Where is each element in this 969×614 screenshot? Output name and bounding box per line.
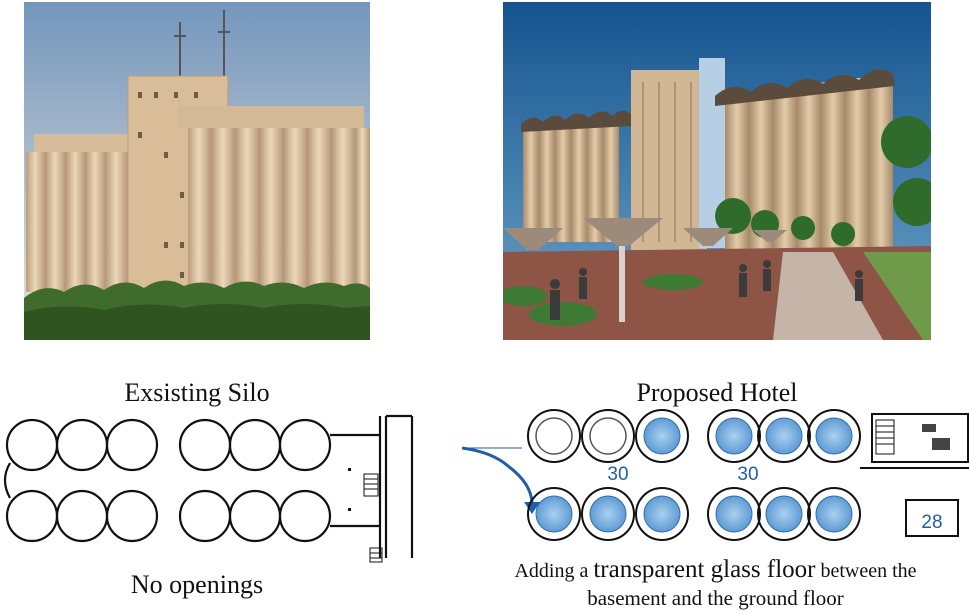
proposed-plan-drawing: 30 30 28 — [461, 409, 969, 541]
plan-label-30-a: 30 — [607, 464, 628, 485]
person-icon — [550, 260, 863, 320]
proposed-hotel-plan: 30 30 28 — [461, 408, 969, 558]
proposed-hotel-caption: Proposed Hotel — [636, 378, 798, 407]
glass-floor-caption-part-a: Adding a — [514, 560, 594, 582]
existing-silo-photo — [24, 2, 370, 340]
antenna-icon — [174, 10, 230, 78]
plan-label-28: 28 — [921, 512, 942, 533]
no-openings-caption: No openings — [130, 570, 264, 599]
proposed-hotel-illustration — [503, 2, 931, 340]
existing-silo-plan — [0, 408, 420, 570]
glass-floor-caption-part-b: between the — [815, 560, 917, 582]
glass-floor-caption-emphasis: transparent glass floor — [593, 556, 816, 583]
existing-plan-drawing — [3, 414, 414, 563]
stair-icon — [875, 419, 895, 455]
glass-floor-caption-line1: Adding a transparent glass floor between… — [462, 556, 969, 584]
existing-silo-illustration — [24, 2, 370, 340]
stair-icon — [363, 473, 383, 563]
glass-floor-caption-line2: basement and the ground floor — [587, 586, 844, 610]
proposed-hotel-render — [503, 2, 931, 340]
plan-label-30-b: 30 — [737, 464, 758, 485]
existing-silo-caption: Exsisting Silo — [124, 378, 270, 407]
